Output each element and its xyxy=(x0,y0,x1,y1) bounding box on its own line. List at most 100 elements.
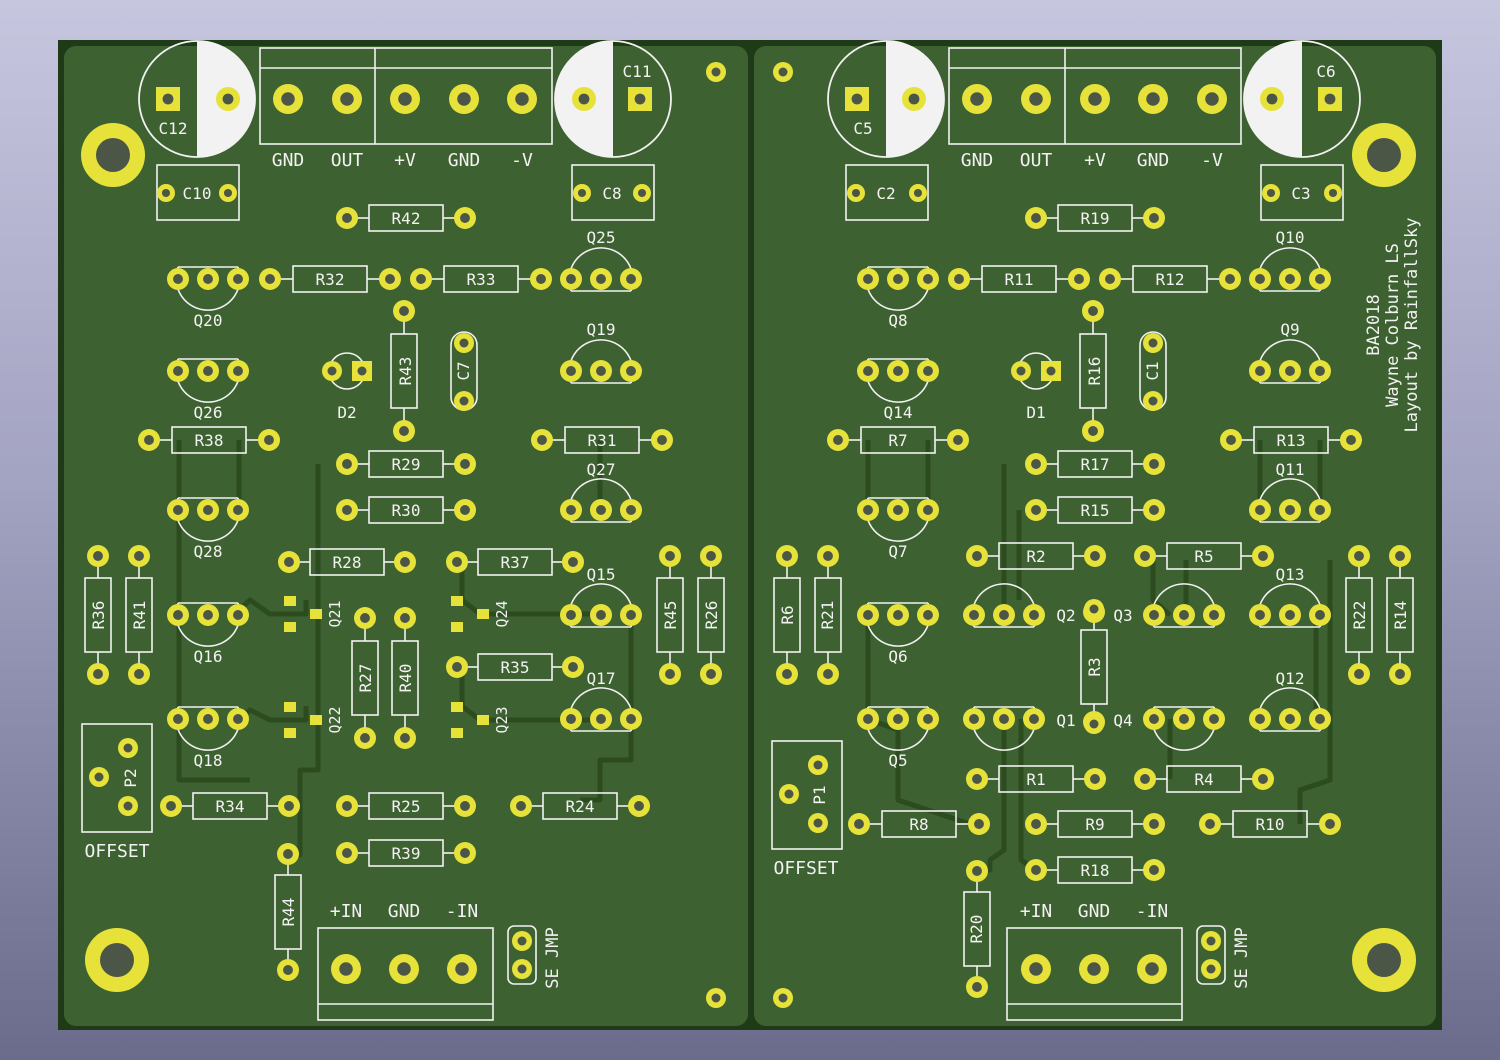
pad-hole xyxy=(782,551,792,561)
q22-pad xyxy=(284,702,296,712)
transistor-q2-label: Q2 xyxy=(1056,606,1075,625)
pad-hole xyxy=(459,396,469,406)
resistor-r16-label: R16 xyxy=(1085,357,1104,386)
pad-hole xyxy=(1090,774,1100,784)
pad-hole xyxy=(863,714,873,724)
pad-hole xyxy=(416,274,426,284)
pad-hole xyxy=(1315,714,1325,724)
resistor-r6-label: R6 xyxy=(778,605,797,624)
left-trimmer-label: P2 xyxy=(121,768,140,787)
pad-hole xyxy=(397,962,411,976)
pad-hole xyxy=(893,274,903,284)
resistor-r38-label: R38 xyxy=(195,431,224,450)
pad-hole xyxy=(566,714,576,724)
q22-pad xyxy=(284,728,296,738)
transistor-q13-label: Q13 xyxy=(1276,565,1305,584)
pad-hole xyxy=(969,714,979,724)
credit-designer: Wayne Colburn LS xyxy=(1383,243,1403,407)
resistor-r12-label: R12 xyxy=(1156,270,1185,289)
pad-hole xyxy=(123,801,133,811)
pad-hole xyxy=(342,801,352,811)
pad-hole xyxy=(400,557,410,567)
transistor-q3-label: Q3 xyxy=(1113,606,1132,625)
copper-trace xyxy=(1297,560,1333,824)
resistor-r2-label: R2 xyxy=(1026,547,1045,566)
pad-hole xyxy=(283,965,293,975)
pad-hole xyxy=(1258,551,1268,561)
se-jumper-outline xyxy=(1196,925,1226,985)
left-conn-vplus-label: +V xyxy=(394,150,416,171)
transistor-q17-label: Q17 xyxy=(587,669,616,688)
pad-hole xyxy=(134,669,144,679)
pad-hole xyxy=(893,366,903,376)
pad-hole xyxy=(568,662,578,672)
pad-hole xyxy=(1315,274,1325,284)
right-in-minus-label: -IN xyxy=(1136,901,1169,922)
pad-hole xyxy=(460,801,470,811)
q23-pad xyxy=(451,728,463,738)
left-conn-vminus-label: -V xyxy=(511,150,533,171)
pad-hole xyxy=(517,936,527,946)
pad-hole xyxy=(93,551,103,561)
transistor-q25-label: Q25 xyxy=(587,228,616,247)
transistor-q12-label: Q12 xyxy=(1276,669,1305,688)
pad-hole xyxy=(999,610,1009,620)
pad-hole xyxy=(1140,774,1150,784)
pad-hole xyxy=(385,274,395,284)
pad-hole xyxy=(1255,714,1265,724)
pad-hole xyxy=(711,67,721,77)
pad-hole xyxy=(778,993,788,1003)
pad-hole xyxy=(1088,426,1098,436)
pad-hole xyxy=(265,274,275,284)
pad-hole xyxy=(1225,274,1235,284)
resistor-r34-label: R34 xyxy=(216,797,245,816)
pad-hole xyxy=(863,274,873,284)
pad-hole xyxy=(1029,714,1039,724)
q24-pad xyxy=(451,596,463,606)
pad-hole xyxy=(203,366,213,376)
pad-hole xyxy=(339,962,353,976)
pad-hole xyxy=(1031,865,1041,875)
right-board-labels: GND OUT +V GND -V +IN GND -IN SE JMP OFF… xyxy=(773,62,1422,989)
pad-hole xyxy=(626,505,636,515)
pad-hole xyxy=(1206,936,1216,946)
pad-hole xyxy=(974,819,984,829)
transistor-q22-label: Q22 xyxy=(326,706,344,733)
pad-hole xyxy=(626,366,636,376)
pad-hole xyxy=(1149,714,1159,724)
left-conn-out-label: OUT xyxy=(331,150,364,171)
pad-hole xyxy=(999,714,1009,724)
pad-hole xyxy=(923,714,933,724)
pad-hole xyxy=(823,551,833,561)
q23-pad xyxy=(477,715,489,725)
transistor-q5-label: Q5 xyxy=(888,751,907,770)
pad-hole xyxy=(972,551,982,561)
pad-hole xyxy=(460,213,470,223)
left-in-plus-label: +IN xyxy=(330,901,363,922)
pcb-board xyxy=(58,40,1442,1030)
pad-hole xyxy=(1140,551,1150,561)
transistor-q18-label: Q18 xyxy=(194,751,223,770)
pad-hole xyxy=(665,669,675,679)
mounting-hole-center xyxy=(1367,943,1401,977)
pad-hole xyxy=(283,849,293,859)
pad-hole xyxy=(342,213,352,223)
left-se-jumper-label: SE JMP xyxy=(543,927,563,988)
transistor-q26-label: Q26 xyxy=(194,403,223,422)
pad-hole xyxy=(813,760,823,770)
right-in-gnd-label: GND xyxy=(1078,901,1111,922)
pad-hole xyxy=(851,188,861,198)
pad-hole xyxy=(665,551,675,561)
pad-hole xyxy=(1315,610,1325,620)
pad-hole xyxy=(203,274,213,284)
left-conn-gnd2-label: GND xyxy=(448,150,481,171)
right-diode-label: D1 xyxy=(1026,403,1045,422)
pad-hole xyxy=(173,274,183,284)
right-cap-c5-label: C5 xyxy=(853,119,872,138)
pad-hole xyxy=(203,714,213,724)
pad-hole xyxy=(1285,505,1295,515)
pad-hole xyxy=(596,274,606,284)
pad-hole xyxy=(233,366,243,376)
pad-hole xyxy=(782,669,792,679)
